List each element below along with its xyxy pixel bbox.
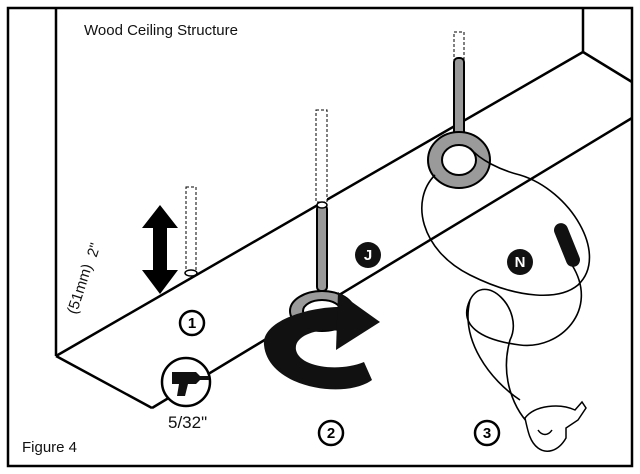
part-n-badge bbox=[507, 249, 533, 275]
drill-bit-size: 5/32" bbox=[168, 413, 208, 432]
step-3-label: 3 bbox=[483, 425, 491, 442]
figure-caption: Figure 4 bbox=[22, 439, 78, 456]
rotate-arrow-icon bbox=[263, 292, 380, 390]
figure-frame bbox=[6, 6, 634, 468]
dimension-arrow bbox=[142, 205, 178, 294]
step-2-label: 2 bbox=[327, 425, 335, 442]
step-badges bbox=[178, 309, 501, 447]
drill-icon bbox=[160, 356, 212, 408]
ceiling-structure bbox=[54, 9, 633, 410]
cord bbox=[421, 147, 591, 431]
step-1-label: 1 bbox=[188, 315, 196, 332]
part-j-label: J bbox=[364, 247, 372, 264]
hand-icon bbox=[524, 400, 587, 452]
screw-eye-with-chain bbox=[427, 31, 491, 189]
figure-title: Wood Ceiling Structure bbox=[84, 22, 238, 39]
drill-hole-guide bbox=[184, 186, 198, 277]
cord-switch bbox=[554, 223, 580, 267]
part-j-badge bbox=[355, 242, 381, 268]
part-n-label: N bbox=[515, 254, 526, 271]
